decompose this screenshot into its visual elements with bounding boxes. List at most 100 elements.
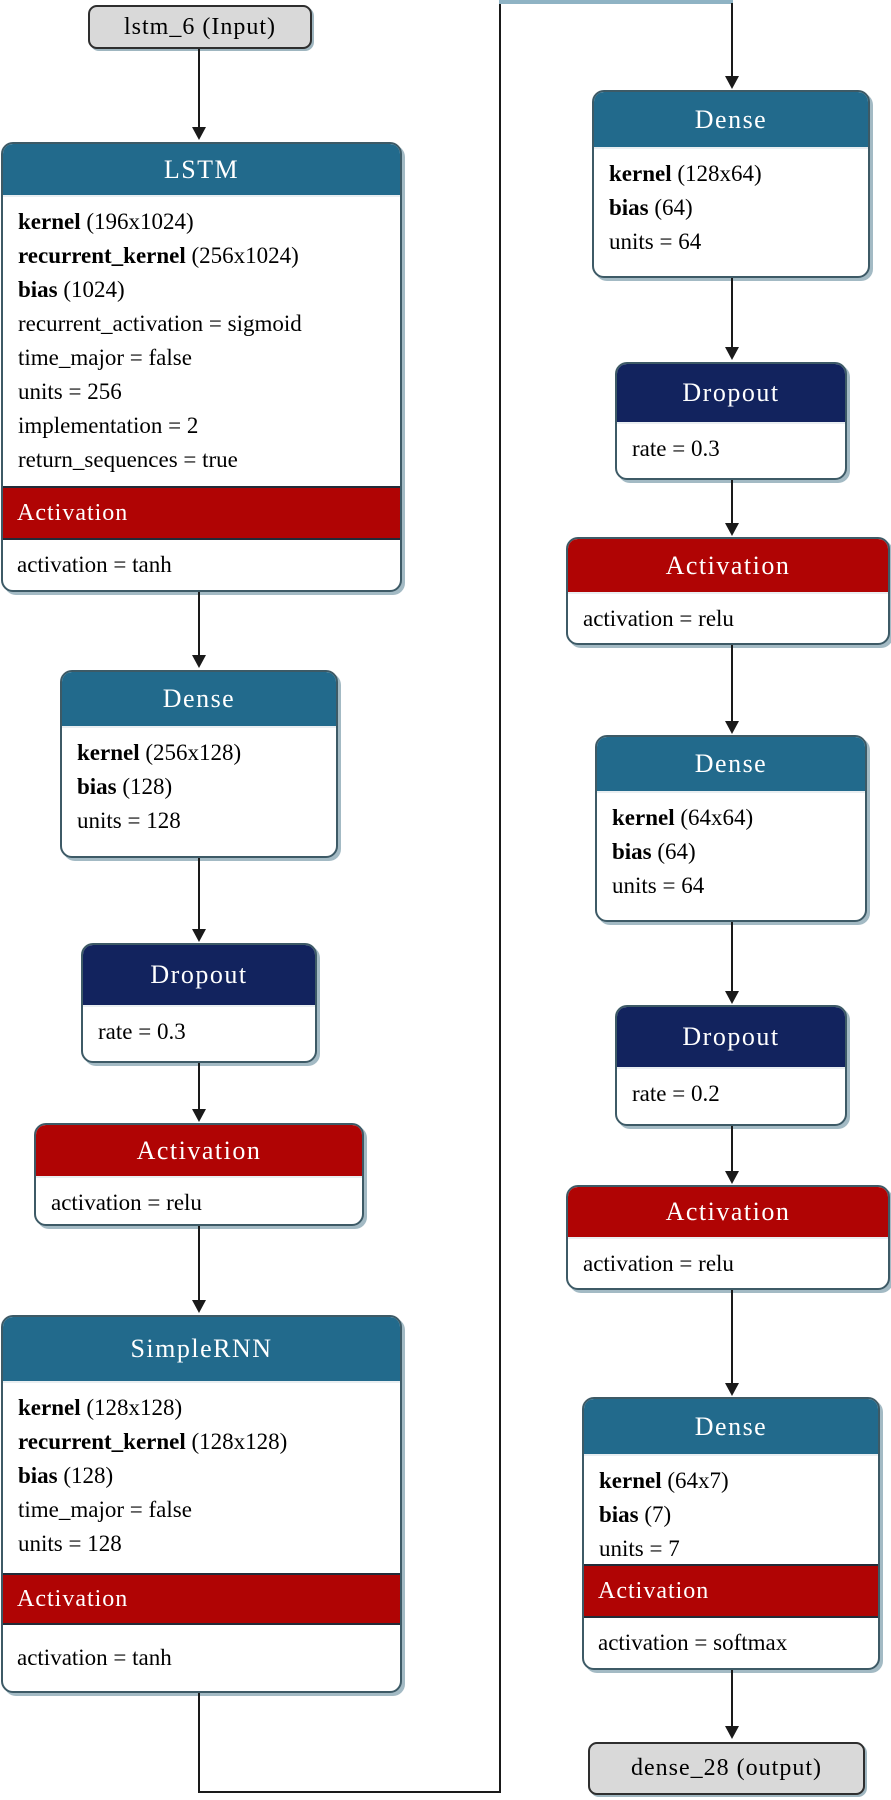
param-name: bias bbox=[18, 1463, 58, 1488]
param-value: activation = relu bbox=[51, 1190, 202, 1215]
edge-line bbox=[731, 645, 733, 721]
param-row: kernel (64x7) bbox=[599, 1464, 863, 1498]
param-row: bias (64) bbox=[609, 191, 853, 225]
param-value: (128) bbox=[57, 1463, 114, 1488]
param-row: recurrent_kernel (256x1024) bbox=[18, 239, 385, 273]
edge-line bbox=[198, 1226, 200, 1300]
layer-block-dense-1: Dense kernel (256x128) bias (128) units … bbox=[60, 670, 338, 858]
param-name: kernel bbox=[609, 161, 672, 186]
activation-value-row: activation = tanh bbox=[17, 552, 172, 577]
param-row: units = 128 bbox=[18, 1527, 385, 1561]
arrowhead-icon bbox=[725, 1726, 739, 1739]
param-value: (64x64) bbox=[674, 805, 754, 830]
param-value: (128x128) bbox=[80, 1395, 183, 1420]
layer-title: Dropout bbox=[617, 1007, 845, 1069]
layer-block-dense-4: Dense kernel (64x7) bias (7) units = 7 A… bbox=[582, 1397, 880, 1670]
param-row: kernel (196x1024) bbox=[18, 205, 385, 239]
param-row: bias (64) bbox=[612, 835, 850, 869]
arrowhead-icon bbox=[725, 1171, 739, 1184]
param-row: return_sequences = true bbox=[18, 443, 385, 477]
layer-params: kernel (64x64) bias (64) units = 64 bbox=[597, 793, 865, 920]
param-row: units = 256 bbox=[18, 375, 385, 409]
param-row: units = 128 bbox=[77, 804, 321, 838]
param-row: units = 64 bbox=[609, 225, 853, 259]
param-row: bias (7) bbox=[599, 1498, 863, 1532]
layer-block-lstm: LSTM kernel (196x1024) recurrent_kernel … bbox=[1, 142, 402, 592]
edge-line bbox=[198, 858, 200, 929]
param-name: bias bbox=[77, 774, 117, 799]
layer-title: Dense bbox=[594, 92, 868, 149]
layer-title: SimpleRNN bbox=[3, 1317, 400, 1383]
param-row: recurrent_kernel (128x128) bbox=[18, 1425, 385, 1459]
param-row: recurrent_activation = sigmoid bbox=[18, 307, 385, 341]
layer-params: kernel (256x128) bias (128) units = 128 bbox=[62, 728, 336, 856]
layer-block-activation-1: Activation activation = relu bbox=[34, 1123, 364, 1226]
arrowhead-icon bbox=[725, 1383, 739, 1396]
param-value: (128x128) bbox=[185, 1429, 288, 1454]
param-row: rate = 0.3 bbox=[98, 1015, 300, 1049]
param-value: rate = 0.2 bbox=[632, 1081, 720, 1106]
param-value: (256x1024) bbox=[185, 243, 299, 268]
activation-bar: Activation bbox=[584, 1564, 878, 1618]
param-value: (128) bbox=[116, 774, 173, 799]
param-name: bias bbox=[612, 839, 652, 864]
param-row: time_major = false bbox=[18, 341, 385, 375]
param-row: activation = relu bbox=[583, 1247, 873, 1281]
param-value: activation = relu bbox=[583, 606, 734, 631]
layer-params: activation = relu bbox=[568, 1239, 888, 1288]
param-row: bias (128) bbox=[77, 770, 321, 804]
edge-line bbox=[731, 480, 733, 523]
arrowhead-icon bbox=[725, 347, 739, 360]
param-row: kernel (256x128) bbox=[77, 736, 321, 770]
param-value: (128x64) bbox=[671, 161, 762, 186]
param-row: units = 7 bbox=[599, 1532, 863, 1564]
arrowhead-icon bbox=[192, 1109, 206, 1122]
param-row: bias (128) bbox=[18, 1459, 385, 1493]
layer-params: activation = relu bbox=[568, 594, 888, 643]
edge-line bbox=[731, 3, 733, 76]
edge-line bbox=[198, 1063, 200, 1109]
param-row: kernel (128x128) bbox=[18, 1391, 385, 1425]
param-value: (64) bbox=[648, 195, 693, 220]
param-name: kernel bbox=[612, 805, 675, 830]
edge-line bbox=[731, 1670, 733, 1726]
layer-params: rate = 0.3 bbox=[617, 424, 845, 478]
edge-line bbox=[731, 922, 733, 991]
param-value: units = 64 bbox=[609, 229, 702, 254]
arrowhead-icon bbox=[192, 929, 206, 942]
layer-title: Activation bbox=[36, 1125, 362, 1178]
param-name: bias bbox=[599, 1502, 639, 1527]
layer-params: kernel (128x64) bias (64) units = 64 bbox=[594, 149, 868, 276]
param-value: units = 128 bbox=[77, 808, 181, 833]
param-value: (196x1024) bbox=[80, 209, 194, 234]
edge-line bbox=[198, 592, 200, 655]
param-row: rate = 0.3 bbox=[632, 432, 830, 466]
connector-down-segment bbox=[198, 1693, 200, 1793]
layer-title: Dense bbox=[584, 1399, 878, 1456]
output-node: dense_28 (output) bbox=[588, 1742, 865, 1795]
edge-line bbox=[731, 1290, 733, 1383]
param-value: (256x128) bbox=[139, 740, 242, 765]
param-value: activation = relu bbox=[583, 1251, 734, 1276]
arrowhead-icon bbox=[725, 523, 739, 536]
arrowhead-icon bbox=[192, 1300, 206, 1313]
layer-block-activation-3: Activation activation = relu bbox=[566, 1185, 890, 1290]
arrowhead-icon bbox=[192, 127, 206, 140]
param-name: kernel bbox=[18, 1395, 81, 1420]
layer-title: Dropout bbox=[617, 364, 845, 424]
layer-params: rate = 0.2 bbox=[617, 1069, 845, 1124]
layer-title: Dropout bbox=[83, 945, 315, 1007]
param-name: kernel bbox=[599, 1468, 662, 1493]
param-value: rate = 0.3 bbox=[632, 436, 720, 461]
param-value: units = 256 bbox=[18, 379, 122, 404]
layer-block-dropout-1: Dropout rate = 0.3 bbox=[81, 943, 317, 1063]
param-value: recurrent_activation = sigmoid bbox=[18, 311, 302, 336]
param-value: units = 64 bbox=[612, 873, 705, 898]
arrowhead-icon bbox=[725, 721, 739, 734]
layer-block-dropout-3: Dropout rate = 0.2 bbox=[615, 1005, 847, 1126]
input-node: lstm_6 (Input) bbox=[88, 5, 312, 49]
arrowhead-icon bbox=[725, 76, 739, 89]
arrowhead-icon bbox=[725, 991, 739, 1004]
layer-block-activation-2: Activation activation = relu bbox=[566, 537, 890, 645]
